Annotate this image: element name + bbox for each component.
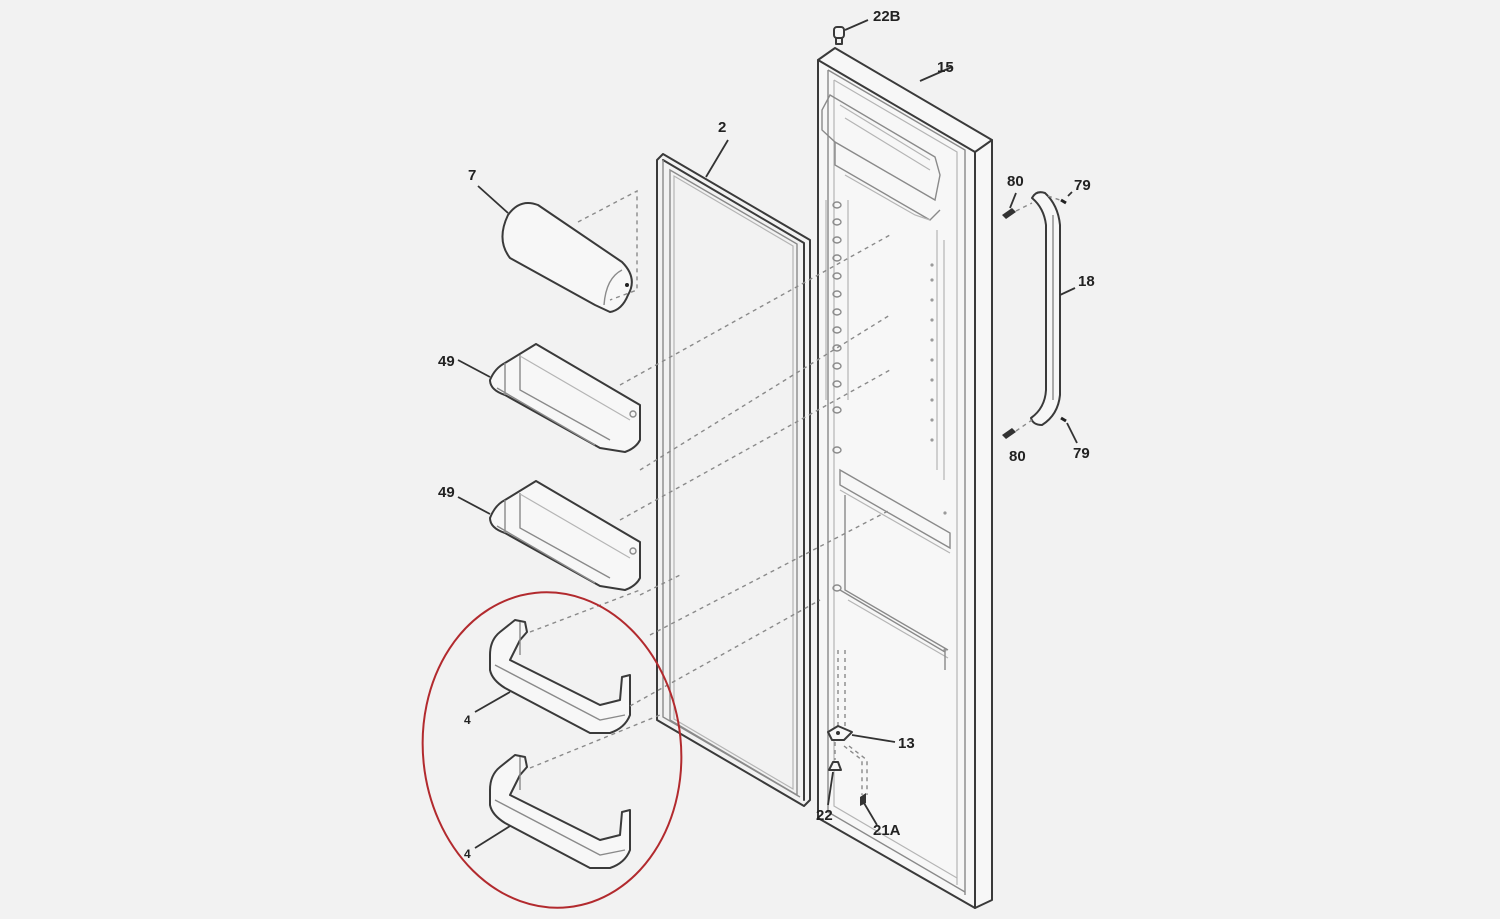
callout-13: 13 [898,735,915,752]
part-18-handle [1030,191,1076,426]
callout-4-upper: 4 [464,713,471,727]
part-4-bin-lower [474,714,661,869]
callout-22b: 22B [873,8,901,25]
part-79-plugs [1047,191,1078,444]
callout-4-lower: 4 [464,847,471,861]
callout-15: 15 [937,59,954,76]
shelf-notches [832,201,842,592]
callout-18: 18 [1078,273,1095,290]
part-80-screws [1002,192,1033,439]
door-assembly-15 [817,47,993,909]
callout-49-lower: 49 [438,484,455,501]
part-22-bushing [827,742,842,806]
callout-80-top: 80 [1007,173,1024,190]
highlight-ellipse [421,591,683,909]
part-7-dairy-cover [477,185,638,313]
callout-49-upper: 49 [438,353,455,370]
leader-15 [919,66,953,82]
callout-2: 2 [718,119,727,136]
callout-7: 7 [468,167,477,184]
callout-80-bottom: 80 [1009,448,1026,465]
part-4-bin-upper [474,589,821,734]
part-49-bin-lower [457,369,891,596]
part-2-gasket [656,139,811,807]
alignment-line [639,314,891,471]
callout-79-top: 79 [1074,177,1091,194]
part-22b-plug [833,19,869,45]
callout-79-bottom: 79 [1073,445,1090,462]
part-21a-screw [843,745,878,826]
alignment-line [649,509,891,636]
part-13-hinge [827,650,896,743]
part-49-bin-upper [457,234,891,453]
callout-22: 22 [816,807,833,824]
callout-21a: 21A [873,822,901,839]
